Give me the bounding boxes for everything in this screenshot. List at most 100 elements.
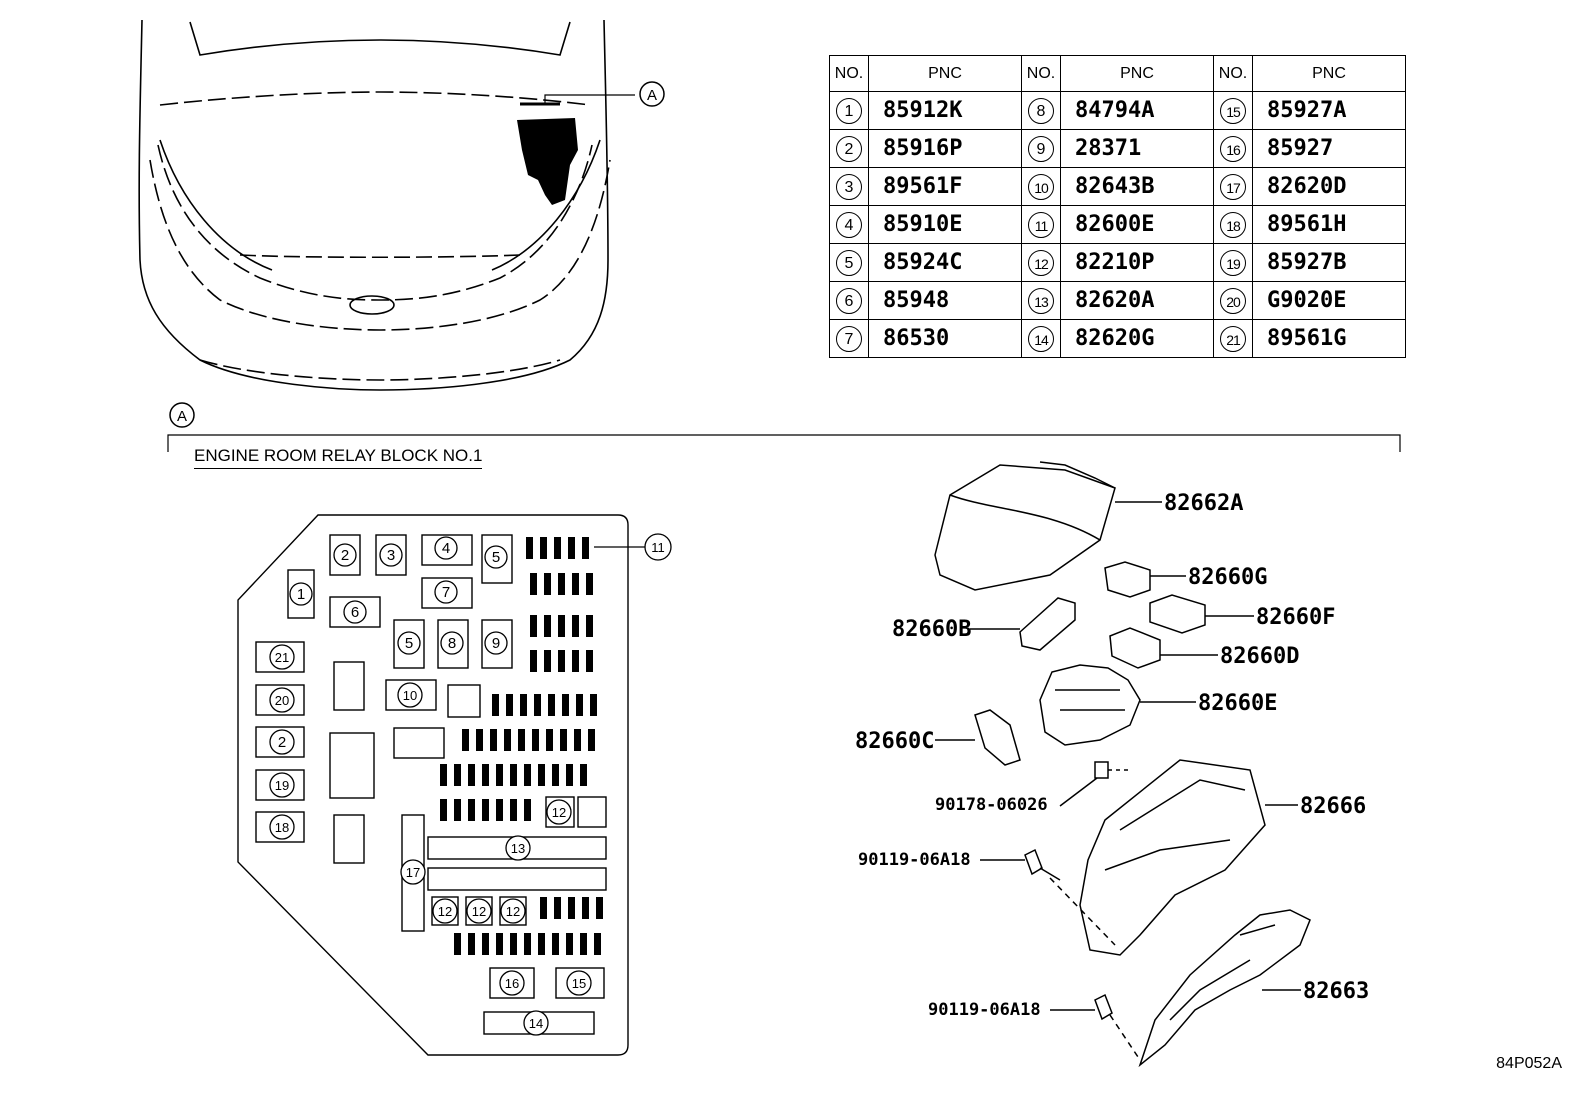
header-no: NO. [1213,55,1253,92]
callout-1: 1 [297,586,305,603]
callout-6: 6 [351,604,359,621]
callout-4: 4 [442,540,450,557]
section-bracket [167,434,1401,452]
row-number: 14 [1028,325,1054,352]
row-number-cell: 7 [829,319,869,358]
relay-block-location-marker [517,118,578,205]
row-number: 1 [836,97,862,124]
pnc-cell: 85910E [868,205,1022,244]
callout-a-circle [639,81,665,107]
pnc-cell: 28371 [1060,129,1214,168]
part-label-82666: 82666 [1300,794,1367,819]
callout-2: 2 [341,547,349,564]
row-number-cell: 19 [1213,243,1253,282]
pnc-cell: 85916P [868,129,1022,168]
header-no: NO. [829,55,869,92]
row-number: 19 [1220,249,1246,276]
row-number: 12 [1028,249,1054,276]
row-number: 18 [1220,211,1246,238]
row-number-cell: 1 [829,91,869,130]
row-number: 15 [1220,97,1246,124]
row-number-cell: 3 [829,167,869,206]
row-number: 7 [836,325,862,352]
callout-21: 21 [275,650,289,665]
row-number-cell: 21 [1213,319,1253,358]
callout-15: 15 [572,976,586,991]
callout-3: 3 [387,547,395,564]
row-number: 17 [1220,173,1246,200]
row-number: 11 [1028,211,1054,238]
part-label-90119-06A18-b: 90119-06A18 [928,1000,1041,1020]
row-number-cell: 2 [829,129,869,168]
diagram-code: 84P052A [1496,1055,1562,1072]
part-label-82663: 82663 [1303,979,1370,1004]
row-number-cell: 10 [1021,167,1061,206]
row-number: 13 [1028,287,1054,314]
callout-2b: 2 [278,734,286,751]
callout-12c: 12 [472,904,486,919]
row-number: 21 [1220,325,1246,352]
pnc-cell: 89561G [1252,319,1406,358]
callout-7: 7 [442,584,450,601]
section-a-label: A [177,408,187,425]
callout-a-label: A [647,87,657,104]
row-number: 9 [1028,135,1054,162]
row-number: 6 [836,287,862,314]
callout-16: 16 [505,976,519,991]
pnc-cell: 85924C [868,243,1022,282]
pnc-cell: 82620G [1060,319,1214,358]
row-number: 8 [1028,97,1054,124]
pnc-cell: 82620A [1060,281,1214,320]
header-pnc: PNC [1252,55,1406,92]
row-number: 16 [1220,135,1246,162]
part-label-82660G: 82660G [1188,565,1268,590]
callout-5b: 5 [405,635,413,652]
callout-18: 18 [275,820,289,835]
callout-14: 14 [529,1016,543,1031]
part-label-82660B: 82660B [892,617,972,642]
row-number-cell: 9 [1021,129,1061,168]
callout-12d: 12 [506,904,520,919]
row-number-cell: 5 [829,243,869,282]
part-label-90178-06026: 90178-06026 [935,795,1048,815]
row-number-cell: 20 [1213,281,1253,320]
row-number-cell: 15 [1213,91,1253,130]
callout-12a: 12 [552,805,566,820]
pnc-cell: 85948 [868,281,1022,320]
pnc-cell: 82210P [1060,243,1214,282]
callout-9: 9 [492,635,500,652]
header-pnc: PNC [1060,55,1214,92]
row-number-cell: 8 [1021,91,1061,130]
callout-11: 11 [651,540,665,555]
callout-17: 17 [406,865,420,880]
row-number-cell: 14 [1021,319,1061,358]
pnc-cell: 82600E [1060,205,1214,244]
pnc-cell: 85927 [1252,129,1406,168]
section-a-circle [169,402,195,428]
table-header-row: NO. PNC NO. PNC NO. PNC [829,55,1406,92]
header-pnc: PNC [868,55,1022,92]
fuse-rows [440,537,603,955]
row-number: 20 [1220,287,1246,314]
pnc-cell: 85927B [1252,243,1406,282]
header-no: NO. [1021,55,1061,92]
part-label-82660C: 82660C [855,729,935,754]
block-title: ENGINE ROOM RELAY BLOCK NO.1 [194,446,483,469]
car-front-view [138,19,611,391]
callout-5: 5 [492,549,500,566]
part-label-82662A: 82662A [1164,491,1244,516]
part-label-82660D: 82660D [1220,644,1300,669]
pnc-cell: 85912K [868,91,1022,130]
row-number-cell: 11 [1021,205,1061,244]
pnc-cell: 82643B [1060,167,1214,206]
part-label-90119-06A18: 90119-06A18 [858,850,971,870]
callout-20: 20 [275,693,289,708]
row-number: 2 [836,135,862,162]
pnc-cell: 89561H [1252,205,1406,244]
row-number: 5 [836,249,862,276]
